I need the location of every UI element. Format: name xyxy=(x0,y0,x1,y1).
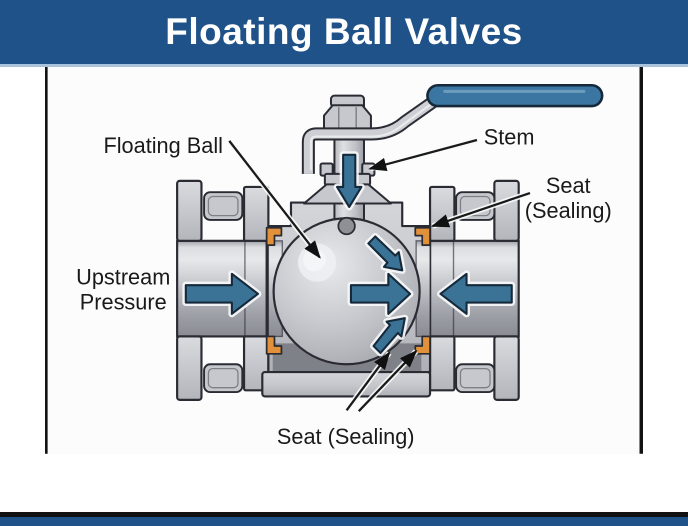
left-outer-flange-bottom xyxy=(176,335,203,401)
frame-left xyxy=(45,67,48,454)
seat-top-right xyxy=(414,226,431,247)
seat-top-label-line1: Seat xyxy=(546,173,591,198)
title-bar: Floating Ball Valves xyxy=(0,0,688,67)
valve-seats xyxy=(265,226,431,355)
left-outer-flange-top xyxy=(176,179,203,242)
diagram-labels: Floating Ball Stem Seat (Sealing) Upstre… xyxy=(76,124,612,449)
bolt-bottom-left xyxy=(203,363,244,394)
page-title: Floating Ball Valves xyxy=(165,11,523,52)
handle-arm-highlight xyxy=(309,98,439,171)
right-outer-flange-bottom xyxy=(493,335,520,401)
seat-top-label-line2: (Sealing) xyxy=(525,198,612,223)
bolt-top-left xyxy=(203,191,244,221)
right-outer-flange-top xyxy=(493,179,520,242)
stem-pin xyxy=(337,216,356,236)
upstream-label-line1: Upstream xyxy=(76,264,170,289)
right-inner-flange-bottom xyxy=(428,335,456,392)
body-bottom-cap xyxy=(261,370,432,398)
right-inner-flange-top xyxy=(428,185,456,242)
seat-bottom-label: Seat (Sealing) xyxy=(277,424,415,449)
seat-bottom-left xyxy=(265,335,283,355)
frame-bottom xyxy=(0,512,688,517)
valve-diagram: Floating Ball Stem Seat (Sealing) Upstre… xyxy=(45,67,643,454)
left-inner-flange-top xyxy=(242,185,270,242)
upstream-label-line2: Pressure xyxy=(80,289,167,314)
seat-top-left xyxy=(265,226,283,247)
stem-label: Stem xyxy=(484,124,535,149)
bolt-bottom-right xyxy=(455,363,496,394)
frame-right xyxy=(639,67,643,454)
valve-handle xyxy=(301,83,604,174)
handle-arm xyxy=(303,91,446,174)
floating-ball-label: Floating Ball xyxy=(103,133,223,158)
bottom-blue-strip xyxy=(0,517,688,526)
